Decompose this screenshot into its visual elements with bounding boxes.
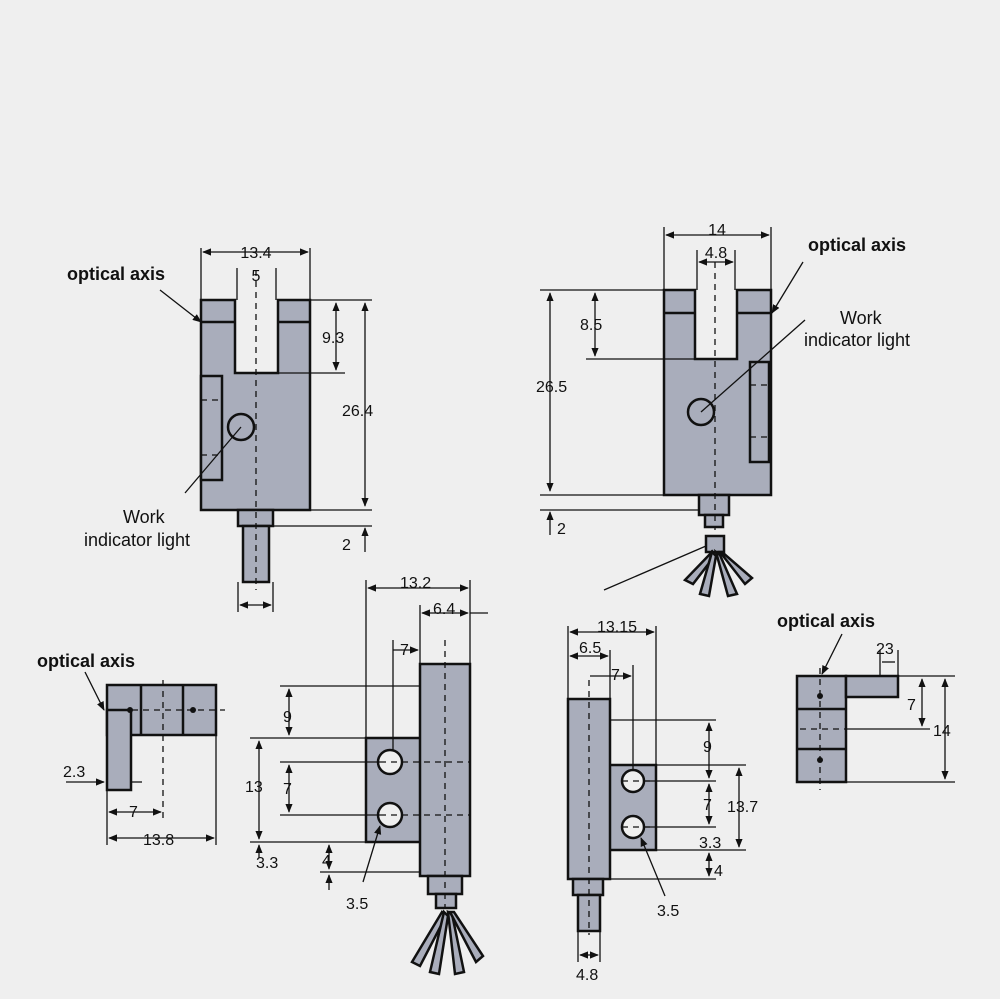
dim-spacing: 7 <box>703 797 712 814</box>
view-top-left: 13.4 5 9.3 26.4 2 optical axis Work indi… <box>67 245 373 612</box>
dim-slot-depth: 8.5 <box>580 317 602 334</box>
dim-hole-dia: 3.5 <box>346 896 368 913</box>
view-bottom-side-a: 13.2 6.4 7 9 7 13 3.3 4 3.5 <box>245 575 488 976</box>
dim-spacing: 7 <box>283 781 292 798</box>
dim-pitch: 13 <box>245 779 263 796</box>
dim-top: 9 <box>703 739 712 756</box>
dim-bottom: 3.3 <box>256 855 278 872</box>
label-indicator-light: indicator light <box>84 530 190 550</box>
mount-tab <box>844 674 900 699</box>
dim-slot: 4.8 <box>705 245 727 262</box>
dim-height: 14 <box>933 723 951 740</box>
dim-axis: 7 <box>129 804 138 821</box>
dim-stem: 4.8 <box>576 967 598 984</box>
dim-axis: 7 <box>907 697 916 714</box>
dim-width: 13.4 <box>240 245 271 262</box>
dim-body: 6.4 <box>433 601 455 618</box>
label-indicator-light: indicator light <box>804 330 910 350</box>
view-top-right: 14 4.8 8.5 26.5 2 optical axis Work indi… <box>536 222 910 598</box>
connector <box>697 493 731 517</box>
dim-width: 14 <box>708 222 726 239</box>
dim-base: 4 <box>714 863 723 880</box>
dim-top: 9 <box>283 709 292 726</box>
label-optical-axis: optical axis <box>67 264 165 284</box>
dim-height: 26.5 <box>536 379 567 396</box>
label-optical-axis: optical axis <box>37 651 135 671</box>
dim-hole-offset: 7 <box>611 667 620 684</box>
dim-bottom: 3.3 <box>699 835 721 852</box>
dim-slot: 5 <box>252 268 261 285</box>
dim-slot-depth: 9.3 <box>322 330 344 347</box>
view-bottom-left-end: 2.3 7 13.8 optical axis <box>37 651 225 849</box>
label-work: Work <box>123 507 166 527</box>
dim-width: 13.8 <box>143 832 174 849</box>
dim-hole-dia: 3.5 <box>657 903 679 920</box>
side-plate <box>199 374 224 482</box>
side-plate <box>748 360 771 464</box>
view-bottom-right-end: 23 7 14 optical axis <box>777 611 955 790</box>
dim-total: 13.15 <box>597 619 637 636</box>
dim-stem: 2 <box>342 537 351 554</box>
mount-tab <box>105 708 133 792</box>
dim-base: 4 <box>322 853 331 870</box>
dim-tab: 23 <box>876 641 894 658</box>
dim-height: 26.4 <box>342 403 373 420</box>
label-work: Work <box>840 308 883 328</box>
label-optical-axis: optical axis <box>777 611 875 631</box>
dim-offset: 2.3 <box>63 764 85 781</box>
dim-stem: 2 <box>557 521 566 538</box>
dim-pitch: 13.7 <box>727 799 758 816</box>
label-optical-axis: optical axis <box>808 235 906 255</box>
dim-body: 6.5 <box>579 640 601 657</box>
dim-total: 13.2 <box>400 575 431 592</box>
connector <box>571 877 605 897</box>
view-bottom-side-b: 13.15 6.5 7 9 7 13.7 3.3 4 3.5 4.8 <box>566 619 758 984</box>
dim-hole-offset: 7 <box>400 642 409 659</box>
